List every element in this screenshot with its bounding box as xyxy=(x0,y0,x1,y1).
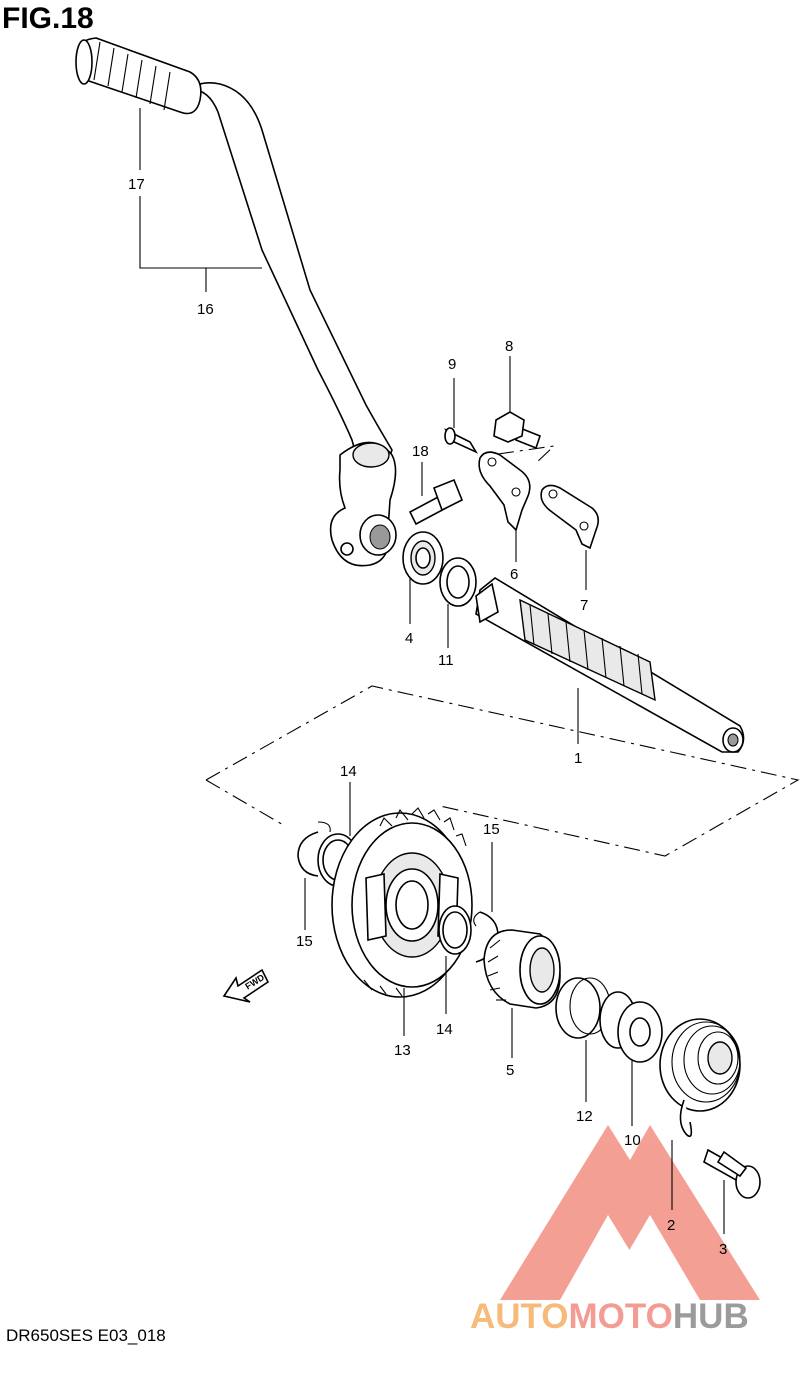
driven-gear-5 xyxy=(483,929,561,1009)
callout-14a: 14 xyxy=(340,763,357,780)
callout-15a: 15 xyxy=(296,933,313,950)
callout-8: 8 xyxy=(505,338,513,355)
washer-11 xyxy=(439,557,477,607)
gear-13 xyxy=(331,807,473,998)
bolt-8 xyxy=(493,411,541,450)
washer-10 xyxy=(599,991,663,1063)
callout-15b: 15 xyxy=(483,821,500,838)
bolt-18 xyxy=(408,478,464,526)
kick-spring-2 xyxy=(659,1018,741,1138)
callout-10: 10 xyxy=(624,1132,641,1149)
callout-13: 13 xyxy=(394,1042,411,1059)
washer-14b xyxy=(438,905,472,955)
callout-9: 9 xyxy=(448,356,456,373)
watermark-hub: HUB xyxy=(673,1297,749,1336)
guide-6 xyxy=(478,451,531,532)
watermark-wordmark: AUTOMOTOHUB xyxy=(470,1297,749,1336)
circlip-15a xyxy=(297,821,331,877)
callout-7: 7 xyxy=(580,597,588,614)
figure-title: FIG.18 xyxy=(2,2,94,35)
oil-seal-4 xyxy=(402,531,444,585)
callout-labels: 17 16 9 8 18 6 7 4 11 1 14 15 15 14 13 5… xyxy=(128,176,727,1258)
watermark-moto: MOTO xyxy=(569,1297,673,1336)
fwd-arrow: FWD xyxy=(222,968,270,1003)
rubber-grip xyxy=(75,37,202,115)
spring-12 xyxy=(555,977,611,1039)
callout-5: 5 xyxy=(506,1062,514,1079)
callout-12: 12 xyxy=(576,1108,593,1125)
callout-2: 2 xyxy=(667,1217,675,1234)
shaft-1 xyxy=(475,577,745,753)
figure-code: DR650SES E03_018 xyxy=(6,1326,166,1345)
leader-lines xyxy=(139,108,725,1234)
callout-3: 3 xyxy=(719,1241,727,1258)
stopper-7 xyxy=(540,484,600,550)
callout-17: 17 xyxy=(128,176,145,193)
callout-4: 4 xyxy=(405,630,413,647)
callout-16: 16 xyxy=(197,301,214,318)
callout-18: 18 xyxy=(412,443,429,460)
watermark-logo xyxy=(500,1125,760,1300)
pin-bolt-3 xyxy=(703,1148,761,1199)
kick-lever xyxy=(187,82,397,567)
svg-text:AUTOMOTOHUB: AUTOMOTOHUB xyxy=(470,1297,749,1336)
callout-6: 6 xyxy=(510,566,518,583)
screw-9 xyxy=(444,427,479,454)
callout-14b: 14 xyxy=(436,1021,453,1038)
callout-1: 1 xyxy=(574,750,582,767)
watermark-auto: AUTO xyxy=(470,1297,569,1336)
callout-11: 11 xyxy=(438,652,454,669)
